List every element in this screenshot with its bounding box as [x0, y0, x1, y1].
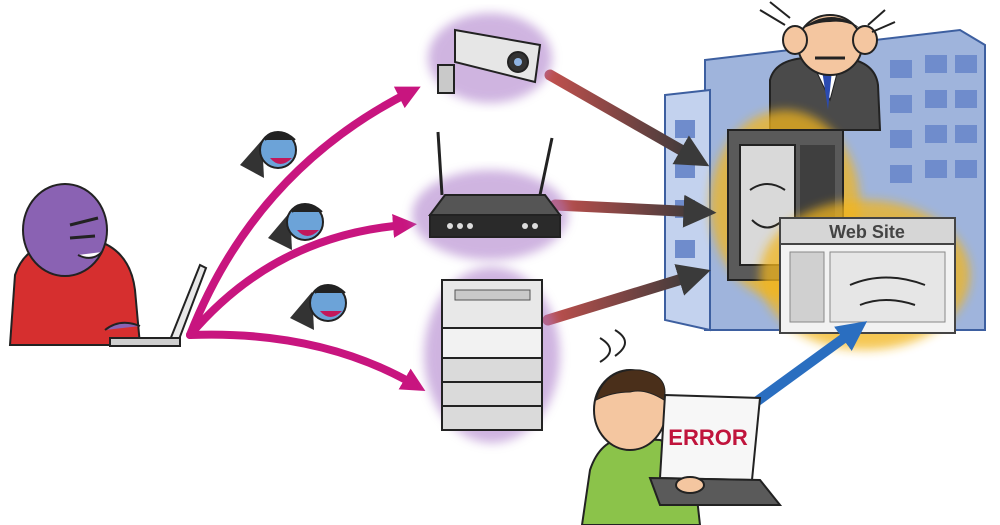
bot-icon-1: [240, 131, 297, 178]
hacker-figure: [8, 183, 142, 346]
user-request-arrow: [740, 321, 868, 415]
website-icon: Web Site: [760, 200, 970, 350]
bot-icon-2: [268, 203, 324, 250]
error-screen-text: ERROR: [668, 425, 748, 450]
security-camera-icon: [428, 13, 552, 103]
printer-icon: [424, 267, 560, 443]
impact-arrows: [542, 69, 717, 326]
router-icon: [412, 131, 568, 260]
hacker-laptop-icon: [109, 263, 208, 347]
attack-arrows: [186, 86, 426, 392]
error-laptop-icon: ERROR: [648, 393, 783, 506]
website-banner-text: Web Site: [829, 222, 905, 242]
bot-icon-3: [290, 284, 347, 330]
